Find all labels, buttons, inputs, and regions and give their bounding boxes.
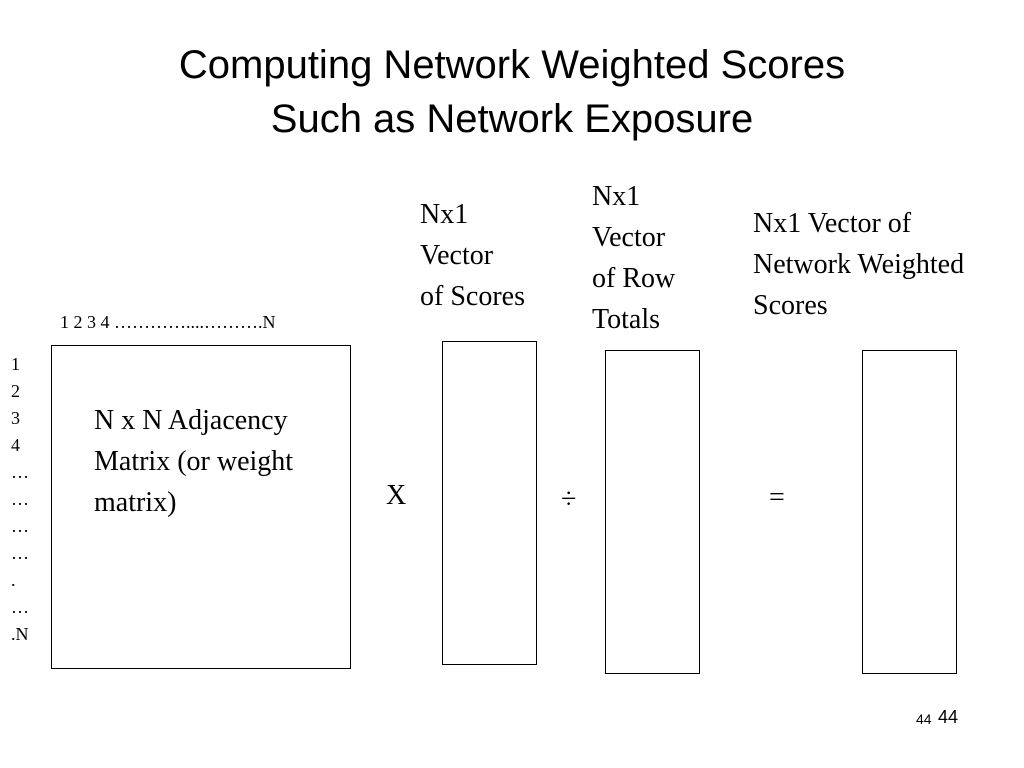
weighted-label-line: Network Weighted (753, 249, 965, 280)
page-number-small: 44 (916, 711, 932, 727)
row-label: . (11, 570, 16, 590)
row-label: 4 (11, 435, 20, 455)
row-label: 2 (11, 381, 20, 401)
row-label: … (11, 516, 29, 536)
matrix-text-line: matrix) (94, 487, 177, 518)
row-totals-label-line: Nx1 (592, 181, 641, 212)
scores-label-line: Nx1 (420, 199, 469, 230)
scores-vector-label: Nx1 Vector of Scores (420, 194, 525, 317)
row-label: … (11, 543, 29, 563)
row-label: … (11, 597, 29, 617)
multiply-operator: X (386, 480, 407, 511)
row-totals-label-line: Totals (592, 304, 661, 335)
row-label: 3 (11, 408, 20, 428)
weighted-label-line: Nx1 Vector of (753, 208, 912, 239)
row-label: … (11, 489, 29, 509)
divide-operator: ÷ (561, 484, 577, 515)
row-totals-vector-box (605, 350, 700, 674)
slide-title-line-2: Such as Network Exposure (270, 97, 754, 141)
adjacency-matrix-label: N x N Adjacency Matrix (or weight matrix… (94, 400, 293, 523)
row-totals-label-line: of Row (592, 263, 676, 294)
matrix-text-line: N x N Adjacency (94, 405, 288, 436)
row-totals-vector-label: Nx1 Vector of Row Totals (592, 176, 675, 340)
scores-vector-box (442, 341, 537, 665)
slide-title-line-1: Computing Network Weighted Scores (178, 43, 846, 87)
row-label: .N (11, 624, 29, 644)
matrix-row-axis-labels: 1 2 3 4 … … … … . … .N (11, 351, 29, 648)
weighted-scores-vector-label: Nx1 Vector of Network Weighted Scores (753, 203, 964, 326)
row-label: … (11, 462, 29, 482)
weighted-label-line: Scores (753, 290, 828, 321)
weighted-scores-vector-box (862, 350, 957, 674)
matrix-text-line: Matrix (or weight (94, 446, 294, 477)
adjacency-matrix-box (51, 345, 351, 669)
scores-label-line: of Scores (420, 281, 525, 312)
equals-operator: = (769, 482, 785, 513)
row-totals-label-line: Vector (592, 222, 666, 253)
scores-label-line: Vector (420, 240, 494, 271)
page-number-large: 44 (938, 707, 959, 727)
row-label: 1 (11, 354, 20, 374)
matrix-column-axis-label: 1 2 3 4 …………....……….N (60, 312, 276, 332)
